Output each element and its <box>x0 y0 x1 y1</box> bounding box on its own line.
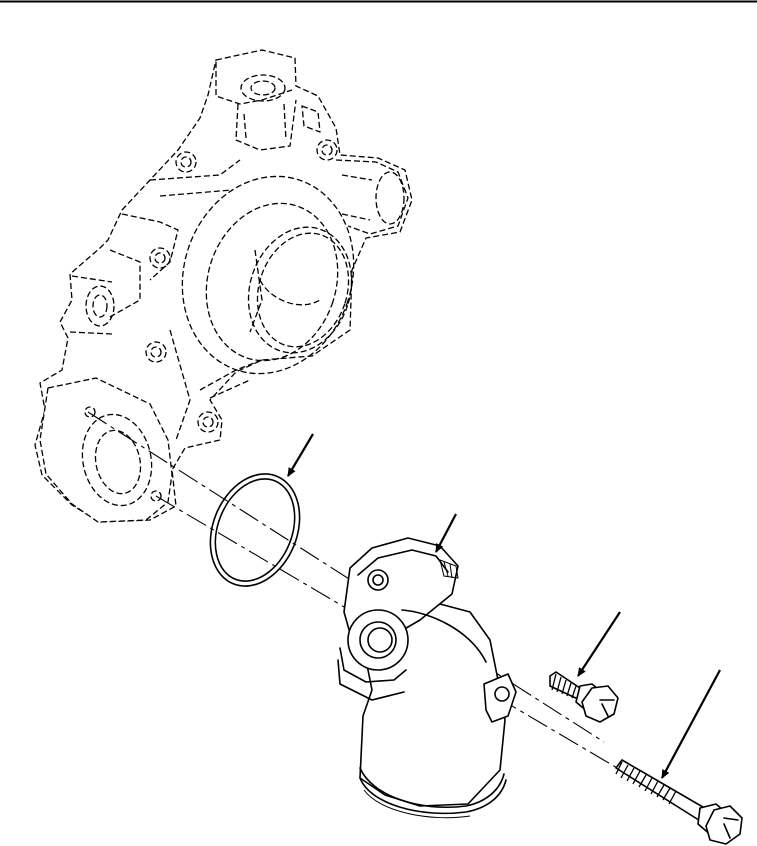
leader-long-capscrew <box>661 669 721 779</box>
housing-bolt-hole-3 <box>149 247 171 269</box>
housing-bolt-hole-2 <box>316 139 338 161</box>
water-pump-housing <box>34 49 413 523</box>
long-capscrew <box>615 759 743 845</box>
short-capscrew <box>549 671 619 723</box>
thermostat-housing-elbow <box>337 537 517 819</box>
leader-o-ring <box>287 433 314 477</box>
o-ring-seal <box>209 473 301 587</box>
centerline-upper <box>87 411 605 743</box>
housing-bolt-hole-4 <box>145 341 167 363</box>
leader-lines <box>287 433 721 779</box>
housing-bolt-hole-1 <box>175 151 197 173</box>
leader-thermostat-housing <box>435 513 457 553</box>
housing-bolt-hole-5 <box>197 411 219 433</box>
leader-short-capscrew <box>577 611 621 677</box>
